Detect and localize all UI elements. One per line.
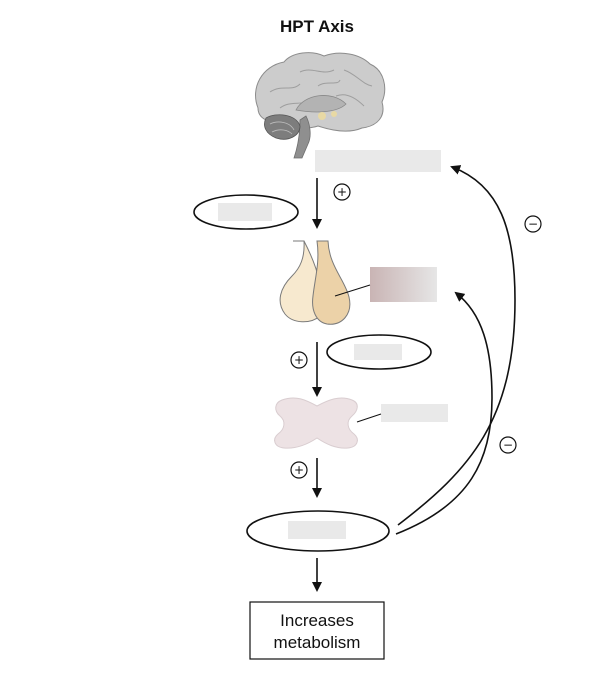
svg-text:+: + xyxy=(294,353,304,367)
feedback-to-hypothalamus-arrow xyxy=(397,165,516,526)
brain-icon xyxy=(255,52,386,159)
th-label-box[interactable] xyxy=(288,521,346,539)
trh-label-box[interactable] xyxy=(218,203,272,221)
pituitary-gland-icon xyxy=(279,240,351,325)
plus-sign-2: + xyxy=(290,351,308,369)
thyroid-label-box[interactable] xyxy=(381,404,448,422)
svg-text:−: − xyxy=(503,438,513,452)
outcome-line-2: metabolism xyxy=(274,633,361,652)
outcome-line-1: Increases xyxy=(280,611,354,630)
hypothalamus-label-box[interactable] xyxy=(315,150,441,172)
pituitary-leader-line xyxy=(334,284,371,297)
pituitary-label-box[interactable] xyxy=(370,267,437,302)
tsh-label-box[interactable] xyxy=(354,344,402,360)
thyroid-leader-line xyxy=(356,413,382,423)
thyroid-hormone-oval[interactable] xyxy=(246,510,390,552)
minus-sign-1: − xyxy=(524,215,542,233)
thyroid-gland-icon xyxy=(274,397,358,449)
diagram-title: HPT Axis xyxy=(280,17,354,36)
plus-sign-3: + xyxy=(290,461,308,479)
svg-text:+: + xyxy=(337,185,347,199)
outcome-box xyxy=(249,601,385,660)
tsh-oval[interactable] xyxy=(326,334,432,370)
plus-sign-1: + xyxy=(333,183,351,201)
svg-text:−: − xyxy=(528,217,538,231)
minus-sign-2: − xyxy=(499,436,517,454)
trh-oval[interactable] xyxy=(193,194,299,230)
svg-text:+: + xyxy=(294,463,304,477)
feedback-to-pituitary-arrow xyxy=(395,291,493,535)
